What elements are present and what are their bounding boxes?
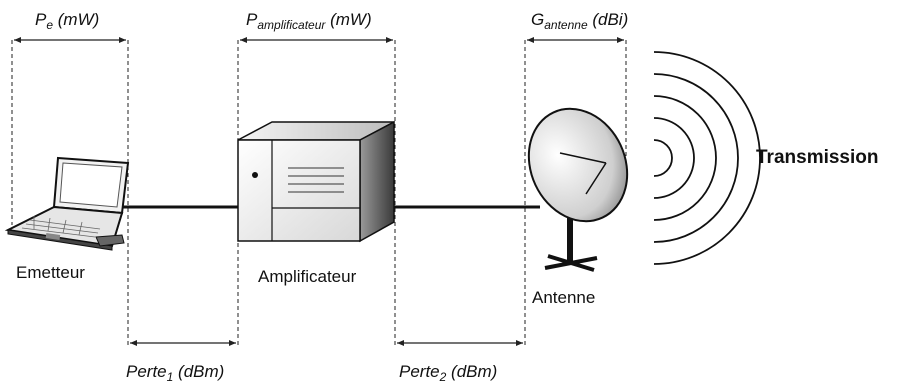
- pamp-label: Pamplificateur (mW): [246, 10, 372, 32]
- gant-label: Gantenne (dBi): [531, 10, 628, 32]
- emetteur-label: Emetteur: [16, 263, 85, 282]
- amplificateur-label: Amplificateur: [258, 267, 357, 286]
- antenne-label: Antenne: [532, 288, 595, 307]
- transmission-label: Transmission: [756, 147, 879, 168]
- pe-label: Pe (mW): [35, 10, 99, 32]
- amplifier-box-icon: [237, 120, 395, 243]
- laptop-icon: [4, 156, 130, 251]
- satellite-dish-icon: [527, 107, 629, 272]
- signal-waves-icon: [653, 51, 761, 265]
- guide-lines: [11, 40, 627, 345]
- perte1-label: Perte1 (dBm): [126, 362, 224, 384]
- perte2-label: Perte2 (dBm): [399, 362, 497, 384]
